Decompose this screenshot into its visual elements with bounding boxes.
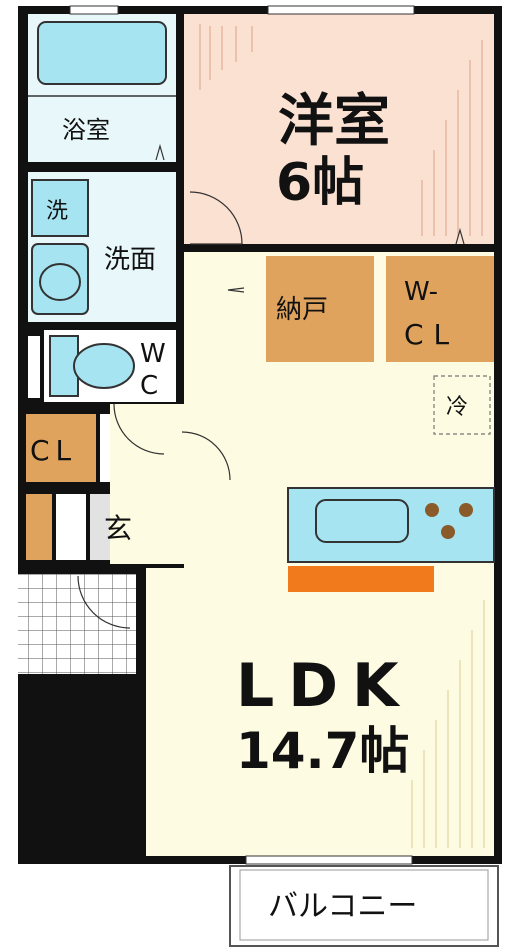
burner-icon — [441, 525, 455, 539]
window — [69, 5, 119, 15]
balcony-inner — [239, 869, 489, 941]
entrance-door-area — [56, 494, 86, 560]
ldk-shading — [411, 600, 485, 848]
closet-floor — [26, 414, 96, 482]
burner-icon — [425, 503, 439, 517]
walkin-closet — [386, 256, 494, 362]
kitchen-sink — [315, 499, 409, 543]
kitchen-back-counter — [288, 566, 434, 592]
toilet-bowl — [73, 343, 135, 389]
door-swing — [181, 431, 231, 481]
walkin-label-2: CL — [404, 318, 459, 351]
storage-label: 納戸 — [276, 295, 328, 325]
toilet-side-strip — [28, 336, 40, 398]
ldk-label: LDK — [236, 651, 413, 721]
washer-label: 洗 — [46, 199, 68, 224]
walkin-label-1: W- — [404, 277, 438, 307]
toilet-label-c: C — [140, 371, 158, 401]
bathtub — [37, 21, 167, 85]
door-swing — [189, 191, 243, 245]
fridge-space — [433, 375, 491, 435]
entrance-closet — [26, 494, 52, 560]
window — [267, 5, 415, 15]
closet-label: CL — [30, 434, 77, 467]
basin-bowl — [39, 263, 81, 301]
front-door-swing — [77, 575, 131, 629]
washer-box — [31, 179, 89, 237]
window — [245, 855, 413, 865]
door-arrow — [455, 227, 465, 245]
balcony-label: バルコニー — [268, 889, 417, 924]
fridge-label: 冷 — [446, 395, 468, 420]
porch — [18, 574, 136, 674]
western-room-shading — [199, 24, 483, 236]
door-arrow — [155, 143, 165, 161]
entrance-label: 玄 — [104, 512, 132, 545]
western-room-name: 洋室 — [278, 89, 390, 154]
hall-floor — [110, 404, 190, 564]
burner-icon — [459, 503, 473, 517]
door-arrow — [227, 287, 245, 293]
toilet-label-w: W — [140, 339, 166, 369]
ldk-size: 14.7帖 — [236, 722, 409, 780]
storage-room — [266, 256, 374, 362]
bath-label: 浴室 — [62, 116, 110, 144]
door-swing — [113, 403, 165, 455]
western-room-size: 6帖 — [276, 153, 364, 213]
washroom-label: 洗面 — [104, 245, 156, 275]
